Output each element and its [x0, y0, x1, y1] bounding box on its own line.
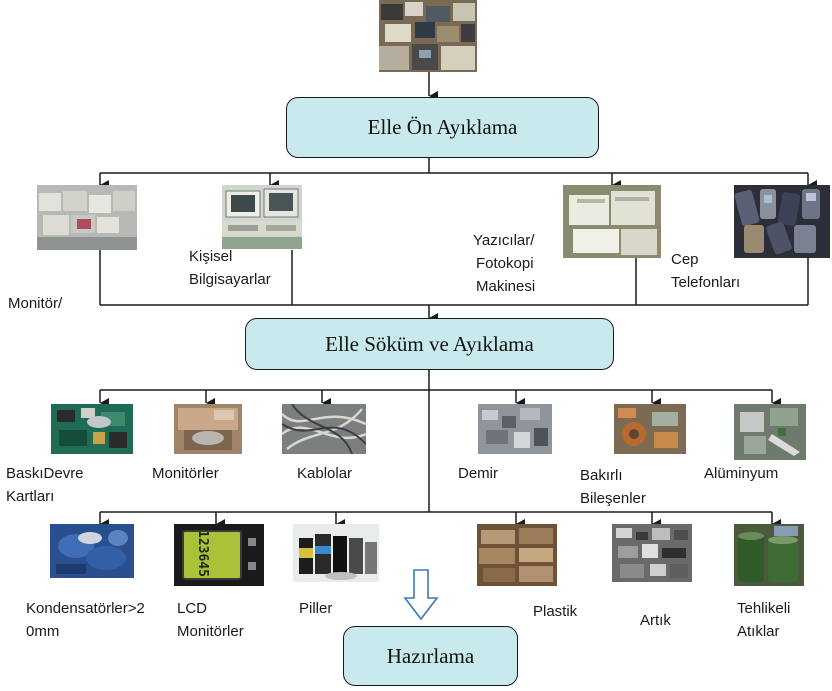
monitors-pile-image	[37, 185, 137, 250]
lcd-display-image: 123645	[174, 524, 264, 586]
block-arrow	[403, 569, 439, 621]
output-label-plastic: Plastik	[533, 603, 578, 620]
hazardous-waste-image	[734, 524, 804, 586]
output-label-pcb-1: BaskıDevre	[6, 465, 84, 482]
preparation-label: Hazırlama	[386, 643, 475, 668]
manual-pre-sorting-label: Elle Ön Ayıklama	[367, 115, 518, 139]
input-label-printers-3: Makinesi	[476, 278, 536, 295]
output-label-capacitors-2: 0mm	[26, 623, 60, 640]
input-label-printers-1: Yazıcılar/	[473, 232, 535, 249]
output-label-copper-2: Bileşenler	[580, 490, 646, 507]
manual-pre-sorting-box: Elle Ön Ayıklama	[286, 97, 599, 158]
lcd-screen: 123645	[182, 530, 242, 580]
lcd-pin-top	[248, 538, 256, 546]
output-label-pcb-2: Kartları	[6, 488, 55, 505]
output-label-lcd-2: Monitörler	[177, 623, 244, 640]
personal-computers-image	[222, 185, 302, 249]
input-label-phones-2: Telefonları	[671, 274, 741, 291]
output-label-lcd-1: LCD	[177, 600, 208, 617]
residue-image	[612, 524, 692, 582]
lcd-digits: 123645	[195, 530, 210, 577]
preparation-box: Hazırlama	[343, 626, 518, 686]
pcb-image	[51, 404, 133, 454]
cables-image	[282, 404, 366, 454]
input-label-monitors: Monitör/	[8, 295, 63, 312]
capacitors-image	[50, 524, 134, 578]
manual-dismantling-label: Elle Söküm ve Ayıklama	[325, 331, 534, 356]
plastic-image	[477, 524, 557, 586]
input-label-personal-computers-2: Bilgisayarlar	[189, 271, 271, 288]
iron-scrap-image	[478, 404, 552, 454]
output-label-iron: Demir	[458, 465, 498, 482]
output-label-aluminium: Alüminyum	[704, 465, 779, 482]
output-label-capacitors-1: Kondensatörler>2	[26, 600, 145, 617]
lcd-pin-bottom	[248, 562, 256, 570]
printers-copiers-image	[563, 185, 661, 258]
ewaste-pile-image	[379, 0, 477, 72]
manual-dismantling-box: Elle Söküm ve Ayıklama	[245, 318, 614, 370]
output-label-residue: Artık	[640, 612, 671, 629]
output-label-hazardous-2: Atıklar	[737, 623, 780, 640]
input-label-printers-2: Fotokopi	[476, 255, 534, 272]
output-label-monitors: Monitörler	[152, 465, 219, 482]
batteries-image	[293, 524, 379, 582]
input-label-phones-1: Cep	[671, 251, 699, 268]
output-label-hazardous-1: Tehlikeli	[737, 600, 791, 617]
input-label-personal-computers-1: Kişisel	[189, 248, 233, 265]
aluminium-image	[734, 404, 806, 460]
output-label-batteries: Piller	[299, 600, 333, 617]
output-label-copper-1: Bakırlı	[580, 467, 623, 484]
output-label-cables: Kablolar	[297, 465, 353, 482]
mobile-phones-image	[734, 185, 830, 258]
copper-components-image	[614, 404, 686, 454]
monitors-output-image	[174, 404, 242, 454]
